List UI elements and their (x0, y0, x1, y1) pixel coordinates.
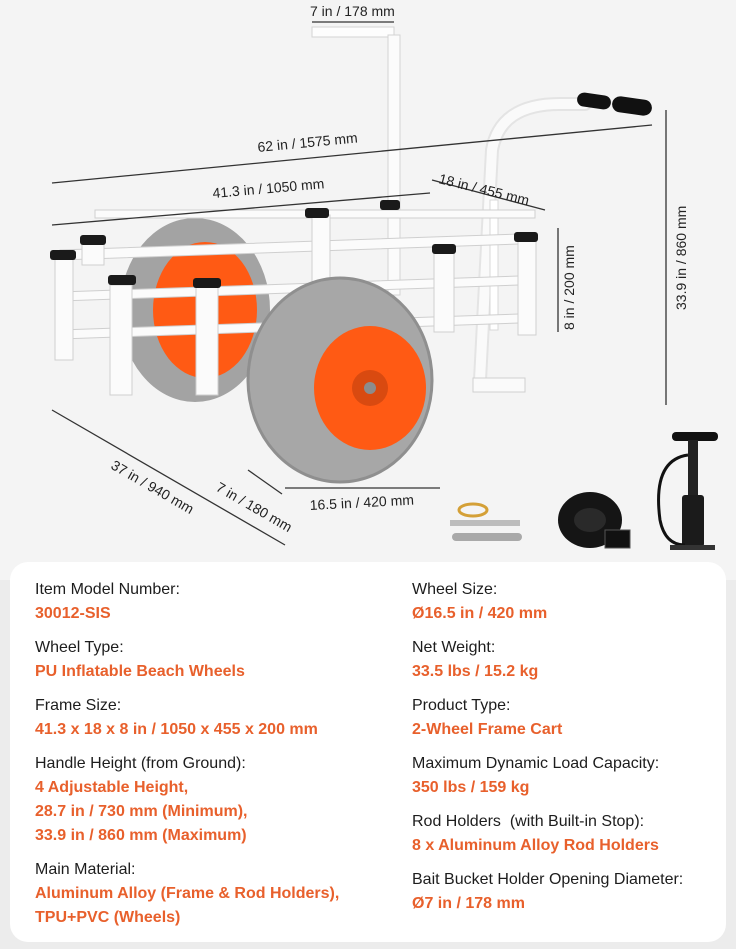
spec-item-model: Item Model Number: 30012-SIS (35, 578, 180, 626)
spec-label: Maximum Dynamic Load Capacity: (412, 755, 660, 772)
spec-value: Ø7 in / 178 mm (412, 895, 525, 912)
spec-value: Aluminum Alloy (Frame & Rod Holders), (35, 885, 340, 902)
spec-label: Handle Height (from Ground): (35, 755, 246, 772)
spec-value: Ø16.5 in / 420 mm (412, 605, 548, 622)
dim-frame-height: 8 in / 200 mm (561, 245, 577, 330)
spec-value: 41.3 x 18 x 8 in / 1050 x 455 x 200 mm (35, 721, 318, 738)
front-wheel (246, 276, 434, 484)
spec-label: Rod Holders (with Built-in Stop): (412, 813, 645, 830)
spec-value: 33.5 lbs / 15.2 kg (412, 663, 539, 680)
bait-bucket-holder (311, 26, 401, 296)
dimension-lines (51, 21, 667, 546)
spec-label: Main Material: (35, 861, 136, 878)
spec-value: PU Inflatable Beach Wheels (35, 663, 245, 680)
spec-label: Product Type: (412, 697, 511, 714)
spec-rod-holders: Rod Holders (with Built-in Stop): 8 x Al… (412, 810, 659, 858)
spec-label: Frame Size: (35, 697, 122, 714)
spec-label: Bait Bucket Holder Opening Diameter: (412, 871, 684, 888)
spec-value: 350 lbs / 159 kg (412, 779, 530, 796)
dim-wheel-diameter: 16.5 in / 420 mm (309, 492, 414, 513)
spec-main-material: Main Material: Aluminum Alloy (Frame & R… (35, 858, 339, 930)
spec-label: Item Model Number: (35, 581, 180, 598)
spec-value: TPU+PVC (Wheels) (35, 909, 181, 926)
spec-wheel-size: Wheel Size: Ø16.5 in / 420 mm (412, 578, 547, 626)
spec-product-type: Product Type: 2-Wheel Frame Cart (412, 694, 562, 742)
spec-value: 2-Wheel Frame Cart (412, 721, 563, 738)
spec-value: 28.7 in / 730 mm (Minimum), (35, 803, 248, 820)
dim-frame-length: 41.3 in / 1050 mm (212, 175, 325, 201)
spec-value: 30012-SIS (35, 605, 111, 622)
cart-handle (472, 92, 652, 393)
spec-value: 8 x Aluminum Alloy Rod Holders (412, 837, 659, 854)
spec-bucket-diameter: Bait Bucket Holder Opening Diameter: Ø7 … (412, 868, 683, 916)
dim-bucket-width: 7 in / 178 mm (310, 3, 395, 19)
spec-wheel-type: Wheel Type: PU Inflatable Beach Wheels (35, 636, 245, 684)
strap-accessory (558, 492, 631, 549)
spec-label: Wheel Size: (412, 581, 498, 598)
spec-value: 4 Adjustable Height, (35, 779, 189, 796)
spec-value: 33.9 in / 860 mm (Maximum) (35, 827, 247, 844)
spec-handle-height: Handle Height (from Ground): 4 Adjustabl… (35, 752, 248, 848)
spec-label: Net Weight: (412, 639, 496, 656)
cart-diagram: 7 in / 178 mm 62 in / 1575 mm 41.3 in / … (50, 3, 718, 550)
air-pump-accessory (657, 432, 718, 550)
product-illustration: 7 in / 178 mm 62 in / 1575 mm 41.3 in / … (50, 3, 718, 550)
spec-net-weight: Net Weight: 33.5 lbs / 15.2 kg (412, 636, 538, 684)
spec-load-capacity: Maximum Dynamic Load Capacity: 350 lbs /… (412, 752, 659, 800)
dim-overall-length: 62 in / 1575 mm (257, 129, 358, 155)
rod-holder-caps (50, 200, 538, 288)
tool-accessories (450, 502, 522, 541)
dim-overall-height: 33.9 in / 860 mm (673, 206, 689, 310)
spec-card: Item Model Number: 30012-SIS Wheel Type:… (10, 562, 726, 942)
spec-frame-size: Frame Size: 41.3 x 18 x 8 in / 1050 x 45… (35, 694, 318, 742)
spec-label: Wheel Type: (35, 639, 124, 656)
